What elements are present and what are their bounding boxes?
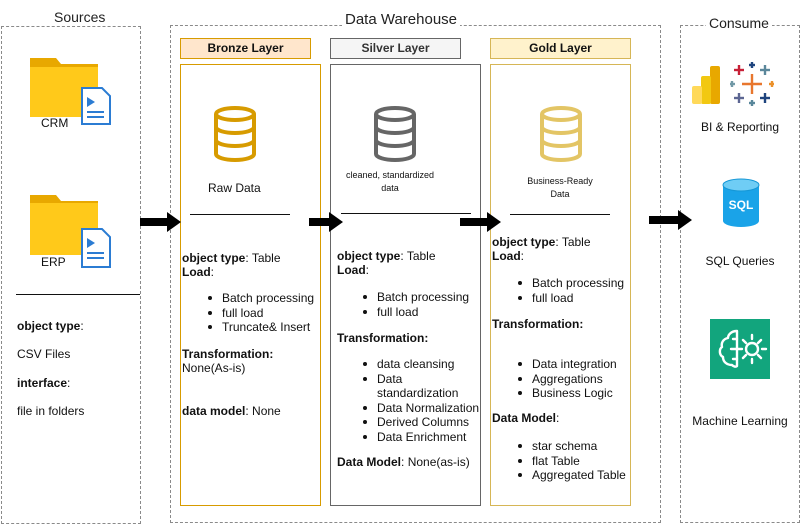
sources-interface: interface: [17, 376, 71, 390]
list-item: Truncate& Insert [204, 320, 314, 335]
arrow-gold-to-consume [649, 210, 692, 230]
silver-load-label: Load: [337, 263, 370, 277]
gold-object-type: object type: Table [492, 235, 591, 249]
list-item: flat Table [514, 454, 626, 469]
silver-divider [341, 213, 471, 214]
warehouse-title: Data Warehouse [342, 11, 461, 28]
sql-queries-label: SQL Queries [705, 254, 775, 268]
gold-load-list: Batch processing full load [514, 276, 624, 305]
consume-title: Consume [706, 15, 772, 31]
arrow-bronze-to-silver [309, 212, 343, 232]
bronze-database-icon [214, 106, 256, 162]
list-item: full load [204, 306, 314, 321]
list-item: Aggregated Table [514, 468, 626, 483]
gold-header: Gold Layer [490, 38, 631, 59]
gold-data-model-list: star schema flat Table Aggregated Table [514, 439, 626, 483]
list-item: Batch processing [514, 276, 624, 291]
crm-folder-icon [30, 58, 111, 125]
silver-header: Silver Layer [330, 38, 461, 59]
sources-divider [16, 294, 140, 295]
gold-divider [510, 214, 610, 215]
list-item: data cleansing [359, 357, 479, 372]
bronze-transformation-value: None(As-is) [182, 361, 246, 375]
erp-folder-icon [30, 195, 111, 268]
silver-database-icon [374, 106, 416, 162]
list-item: Derived Columns [359, 415, 479, 430]
list-item: Data Enrichment [359, 430, 479, 445]
list-item: Batch processing [204, 291, 314, 306]
sources-object-type: object type: [17, 319, 84, 333]
list-item: star schema [514, 439, 626, 454]
list-item: full load [514, 291, 624, 306]
machine-learning-icon [710, 319, 770, 379]
bronze-layer [180, 64, 321, 506]
sources-container [1, 26, 141, 524]
gold-data-model-label: Data Model: [492, 411, 560, 425]
list-item: Batch processing [359, 290, 469, 305]
sources-interface-value: file in folders [17, 404, 85, 418]
bi-reporting-label: BI & Reporting [700, 120, 780, 134]
bronze-object-type: object type: Table [182, 251, 281, 265]
bronze-caption: Raw Data [208, 181, 261, 195]
gold-transformation-label: Transformation: [492, 317, 584, 331]
arrow-sources-to-bronze [140, 212, 181, 232]
silver-caption: cleaned, standardized data [345, 170, 435, 193]
bronze-load-label: Load: [182, 265, 215, 279]
silver-data-model: Data Model: None(as-is) [337, 455, 470, 469]
sql-database-icon [722, 178, 760, 227]
power-bi-icon [692, 66, 720, 104]
bronze-header: Bronze Layer [180, 38, 311, 59]
list-item: Aggregations [514, 372, 617, 387]
silver-transformation-list: data cleansing Data standardization Data… [359, 357, 479, 444]
gold-database-icon [540, 106, 582, 162]
list-item: full load [359, 305, 469, 320]
bronze-data-model: data model: None [182, 404, 281, 418]
sql-icon-text: SQL [728, 198, 754, 212]
list-item: Data integration [514, 357, 617, 372]
list-item: Data Normalization [359, 401, 479, 416]
bronze-divider [190, 214, 290, 215]
gold-transformation-list: Data integration Aggregations Business L… [514, 357, 617, 401]
list-item: Business Logic [514, 386, 617, 401]
machine-learning-label: Machine Learning [692, 414, 788, 428]
gold-load-label: Load: [492, 249, 525, 263]
silver-layer [330, 64, 481, 506]
silver-object-type: object type: Table [337, 249, 436, 263]
bronze-transformation-label: Transformation: [182, 347, 274, 361]
arrow-silver-to-gold [460, 212, 501, 232]
list-item: Data [359, 372, 479, 387]
gold-layer [490, 64, 631, 506]
bronze-load-list: Batch processing full load Truncate& Ins… [204, 291, 314, 335]
sources-title: Sources [51, 9, 109, 25]
list-item: standardization [377, 386, 459, 400]
silver-load-list: Batch processing full load [359, 290, 469, 319]
silver-transformation-label: Transformation: [337, 331, 429, 345]
gold-caption: Business-Ready Data [527, 176, 593, 199]
tableau-icon [730, 62, 774, 106]
erp-label: ERP [41, 255, 66, 269]
crm-label: CRM [41, 116, 69, 130]
sources-object-type-value: CSV Files [17, 347, 71, 361]
